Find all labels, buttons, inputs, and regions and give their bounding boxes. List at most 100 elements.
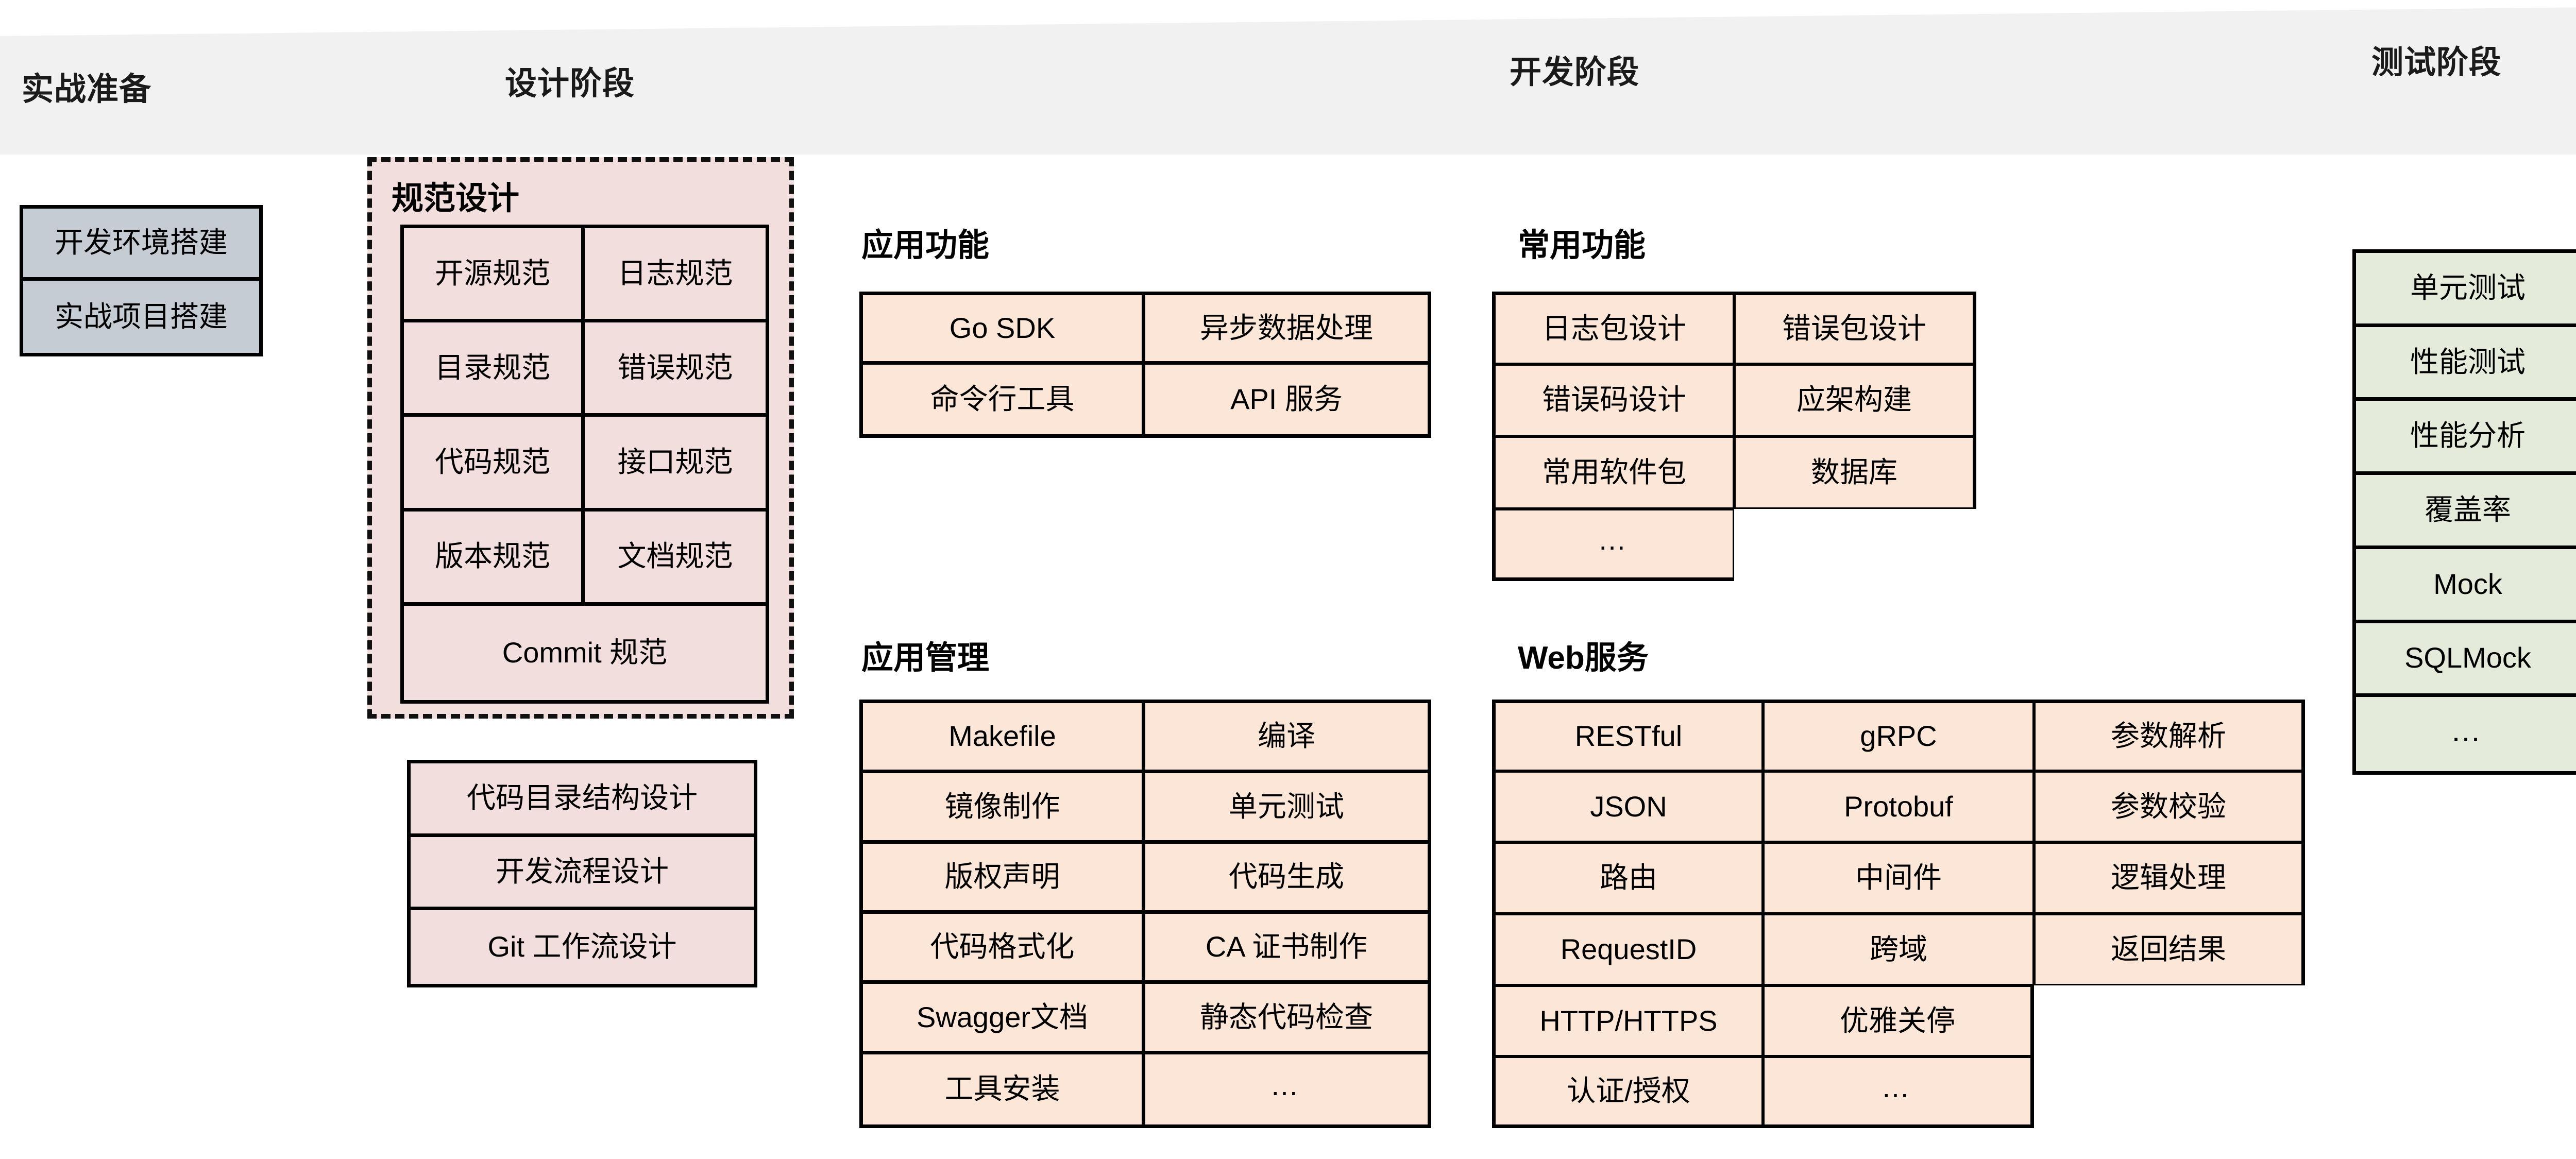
web-service-cell-6-2[interactable]: … bbox=[1763, 1056, 2034, 1128]
web-service-cell-5-3 bbox=[2034, 985, 2305, 1057]
common-function-cell-4-1[interactable]: … bbox=[1492, 508, 1734, 581]
spec-design-cell-4-2[interactable]: 文档规范 bbox=[585, 511, 766, 602]
test-item-1[interactable]: 单元测试 bbox=[2356, 253, 2576, 327]
web-service-row: 认证/授权… bbox=[1492, 1056, 2305, 1128]
spec-design-cell-commit[interactable]: Commit 规范 bbox=[404, 605, 766, 700]
app-manage-title: 应用管理 bbox=[861, 640, 990, 676]
design-extra-item-2[interactable]: 开发流程设计 bbox=[411, 837, 754, 911]
spec-design-title: 规范设计 bbox=[392, 181, 520, 216]
app-manage-cell-2-2[interactable]: 单元测试 bbox=[1145, 773, 1428, 840]
app-function-title: 应用功能 bbox=[861, 228, 990, 263]
test-item-2[interactable]: 性能测试 bbox=[2356, 327, 2576, 401]
web-service-cell-2-3[interactable]: 参数校验 bbox=[2034, 771, 2305, 843]
prep-group: 开发环境搭建实战项目搭建 bbox=[20, 205, 263, 356]
web-service-cell-1-3[interactable]: 参数解析 bbox=[2034, 700, 2305, 771]
web-service-cell-4-1[interactable]: RequestID bbox=[1492, 913, 1763, 985]
web-service-cell-6-3 bbox=[2034, 1056, 2305, 1128]
test-item-3[interactable]: 性能分析 bbox=[2356, 401, 2576, 475]
web-service-cell-1-1[interactable]: RESTful bbox=[1492, 700, 1763, 771]
common-function-table: 日志包设计错误包设计错误码设计应架构建常用软件包数据库… bbox=[1492, 292, 1976, 581]
prep-item-1[interactable]: 开发环境搭建 bbox=[23, 209, 259, 281]
app-manage-cell-3-2[interactable]: 代码生成 bbox=[1145, 843, 1428, 910]
web-service-title: Web服务 bbox=[1518, 640, 1649, 676]
common-function-cell-2-2[interactable]: 应架构建 bbox=[1734, 364, 1976, 436]
app-manage-cell-1-2[interactable]: 编译 bbox=[1145, 703, 1428, 770]
phase-label-3: 开发阶段 bbox=[1510, 55, 1640, 90]
spec-design-cell-3-1[interactable]: 代码规范 bbox=[404, 417, 585, 508]
web-service-cell-3-3[interactable]: 逻辑处理 bbox=[2034, 842, 2305, 914]
app-manage-cell-2-1[interactable]: 镜像制作 bbox=[863, 773, 1145, 840]
app-function-cell-1-2[interactable]: 异步数据处理 bbox=[1145, 295, 1428, 361]
common-function-cell-1-1[interactable]: 日志包设计 bbox=[1492, 292, 1734, 364]
app-manage-row: 版权声明代码生成 bbox=[863, 843, 1428, 914]
common-function-cell-1-2[interactable]: 错误包设计 bbox=[1734, 292, 1976, 364]
common-function-title: 常用功能 bbox=[1518, 228, 1646, 263]
spec-design-cell-1-1[interactable]: 开源规范 bbox=[404, 228, 585, 319]
app-manage-cell-5-1[interactable]: Swagger文档 bbox=[863, 984, 1145, 1051]
web-service-cell-3-1[interactable]: 路由 bbox=[1492, 842, 1763, 914]
common-function-row: … bbox=[1492, 508, 1976, 582]
web-service-row: 路由中间件逻辑处理 bbox=[1492, 842, 2305, 914]
common-function-cell-3-2[interactable]: 数据库 bbox=[1734, 436, 1976, 509]
app-manage-cell-4-2[interactable]: CA 证书制作 bbox=[1145, 913, 1428, 981]
phase-banner-arrow-shape bbox=[0, 7, 2576, 155]
web-service-cell-1-2[interactable]: gRPC bbox=[1763, 700, 2034, 771]
spec-design-row: 目录规范错误规范 bbox=[404, 322, 766, 417]
web-service-cell-5-1[interactable]: HTTP/HTTPS bbox=[1492, 985, 1763, 1057]
spec-design-row: 代码规范接口规范 bbox=[404, 417, 766, 512]
phase-label-4: 测试阶段 bbox=[2371, 45, 2502, 80]
common-function-cell-4-2 bbox=[1734, 509, 1976, 582]
app-manage-row: 镜像制作单元测试 bbox=[863, 773, 1428, 844]
web-service-cell-6-1[interactable]: 认证/授权 bbox=[1492, 1056, 1763, 1128]
spec-design-cell-2-2[interactable]: 错误规范 bbox=[585, 322, 766, 414]
common-function-cell-3-1[interactable]: 常用软件包 bbox=[1492, 436, 1734, 509]
web-service-cell-2-2[interactable]: Protobuf bbox=[1763, 771, 2034, 843]
phase-label-1: 实战准备 bbox=[22, 72, 152, 107]
app-manage-cell-4-1[interactable]: 代码格式化 bbox=[863, 913, 1145, 981]
spec-design-cell-3-2[interactable]: 接口规范 bbox=[585, 417, 766, 508]
test-item-7[interactable]: … bbox=[2356, 697, 2576, 771]
test-item-6[interactable]: SQLMock bbox=[2356, 623, 2576, 697]
web-service-cell-3-2[interactable]: 中间件 bbox=[1763, 842, 2034, 914]
app-function-cell-2-2[interactable]: API 服务 bbox=[1145, 365, 1428, 434]
app-function-cell-2-1[interactable]: 命令行工具 bbox=[863, 365, 1145, 434]
app-function-cell-1-1[interactable]: Go SDK bbox=[863, 295, 1145, 361]
web-service-cell-4-3[interactable]: 返回结果 bbox=[2034, 913, 2305, 985]
spec-design-row: 版本规范文档规范 bbox=[404, 511, 766, 606]
app-manage-cell-1-1[interactable]: Makefile bbox=[863, 703, 1145, 770]
web-service-cell-5-2[interactable]: 优雅关停 bbox=[1763, 985, 2034, 1057]
spec-design-cell-4-1[interactable]: 版本规范 bbox=[404, 511, 585, 602]
spec-design-row: 开源规范日志规范 bbox=[404, 228, 766, 323]
design-extra-item-1[interactable]: 代码目录结构设计 bbox=[411, 763, 754, 837]
arrow-polygon bbox=[0, 7, 2576, 155]
spec-design-cell-1-2[interactable]: 日志规范 bbox=[585, 228, 766, 319]
test-item-5[interactable]: Mock bbox=[2356, 549, 2576, 623]
design-extra-item-3[interactable]: Git 工作流设计 bbox=[411, 910, 754, 984]
app-manage-cell-3-1[interactable]: 版权声明 bbox=[863, 843, 1145, 910]
spec-design-cell-2-1[interactable]: 目录规范 bbox=[404, 322, 585, 414]
app-manage-cell-6-2[interactable]: … bbox=[1145, 1054, 1428, 1124]
phase-label-2: 设计阶段 bbox=[505, 66, 635, 101]
app-manage-cell-6-1[interactable]: 工具安装 bbox=[863, 1054, 1145, 1124]
app-manage-cell-5-2[interactable]: 静态代码检查 bbox=[1145, 984, 1428, 1051]
web-service-cell-2-1[interactable]: JSON bbox=[1492, 771, 1763, 843]
common-function-row: 错误码设计应架构建 bbox=[1492, 364, 1976, 436]
common-function-row: 常用软件包数据库 bbox=[1492, 436, 1976, 509]
prep-item-2[interactable]: 实战项目搭建 bbox=[23, 281, 259, 353]
web-service-cell-4-2[interactable]: 跨域 bbox=[1763, 913, 2034, 985]
common-function-cell-2-1[interactable]: 错误码设计 bbox=[1492, 364, 1734, 436]
test-item-4[interactable]: 覆盖率 bbox=[2356, 475, 2576, 549]
